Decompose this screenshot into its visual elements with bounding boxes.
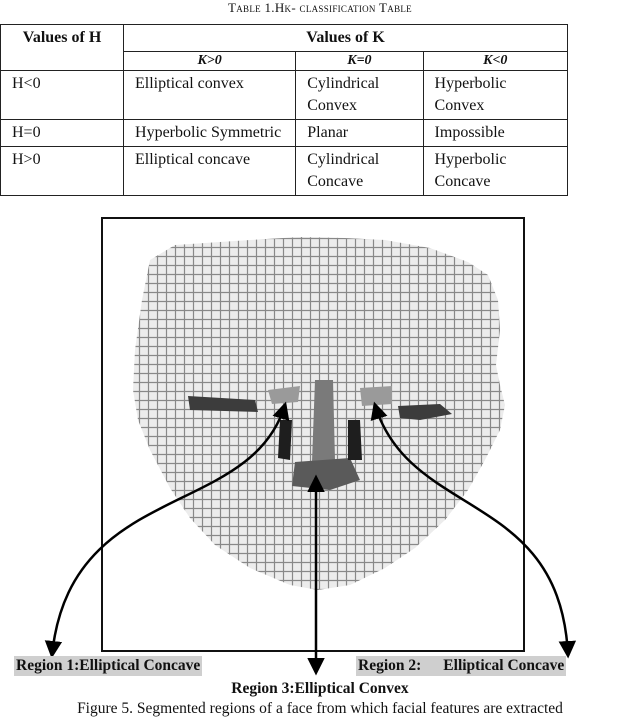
row-h-value: H=0 [0,119,125,147]
hk-classification-table: Values of H Values of K K>0 K=0 K<0 H<0 … [0,24,569,196]
cell-k-positive: Elliptical concave [123,146,297,196]
header-values-of-h: Values of H [0,24,125,71]
cell-k-positive: Hyperbolic Symmetric [123,119,297,147]
cell-k-zero: Cylindrical Concave [295,146,424,196]
table-row: H=0 Hyperbolic Symmetric Planar Impossib… [0,119,569,147]
arrow-region-1 [44,401,290,659]
region-2-type: Elliptical Concave [443,657,565,674]
table-row: H<0 Elliptical convex Cylindrical Convex… [0,70,569,120]
figure-caption: Figure 5. Segmented regions of a face fr… [77,700,563,717]
row-h-value: H>0 [0,146,125,196]
nose-bridge [312,380,335,462]
cell-k-negative: Hyperbolic Convex [422,70,569,120]
cell-k-negative: Impossible [422,119,569,147]
region-2-title: Region 2: [358,657,422,674]
header-values-of-k: Values of K [123,24,568,52]
cell-k-positive: Elliptical convex [123,70,297,120]
cell-k-zero: Cylindrical Convex [295,70,424,120]
table-caption: Table 1.Hk- classification Table [228,0,412,15]
subheader-k-negative: K<0 [422,51,569,71]
cell-k-zero: Planar [295,119,424,147]
arrow-region-2 [370,401,577,659]
region-2-label: Region 2: Elliptical Concave [356,656,567,676]
row-h-value: H<0 [0,70,125,120]
region-3-label: Region 3:Elliptical Convex [231,680,409,697]
region-1-label: Region 1:Elliptical Concave [14,656,203,676]
cell-k-negative: Hyperbolic Concave [422,146,569,196]
table-row: H>0 Elliptical concave Cylindrical Conca… [0,146,569,196]
region-1-patch [268,386,300,404]
region-2-patch [360,386,392,406]
